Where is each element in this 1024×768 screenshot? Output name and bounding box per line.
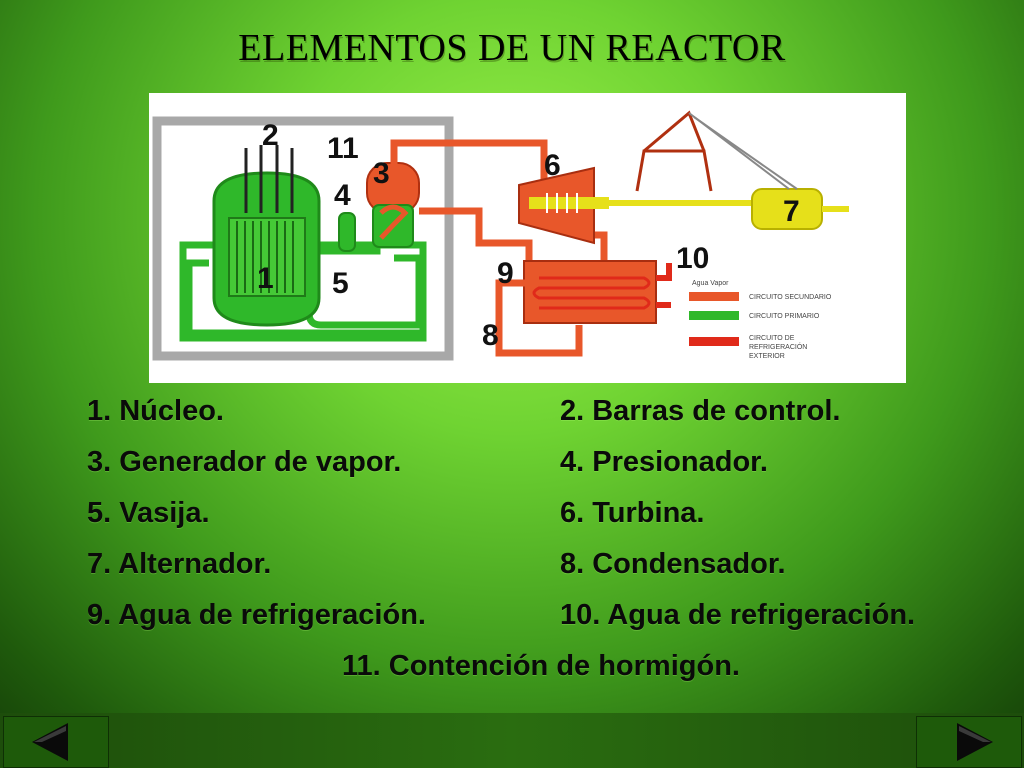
legend-swatch-secondary bbox=[689, 292, 739, 301]
concrete-containment bbox=[152, 116, 454, 361]
label-steam-generator: 3 bbox=[373, 157, 390, 190]
slide-title: ELEMENTOS DE UN REACTOR bbox=[238, 27, 786, 69]
item-vessel: 5. Vasija. bbox=[87, 497, 210, 529]
prev-slide-button[interactable] bbox=[3, 716, 109, 768]
legend-cooling-3: EXTERIOR bbox=[749, 353, 785, 360]
power-pylon bbox=[635, 110, 798, 192]
legend-swatch-cooling bbox=[689, 337, 739, 346]
label-core: 1 bbox=[257, 262, 274, 295]
condenser bbox=[495, 260, 657, 357]
right-arrow-icon bbox=[957, 723, 993, 761]
legend-cooling-1: CIRCUITO DE bbox=[749, 335, 795, 342]
label-pressurizer: 4 bbox=[334, 179, 351, 212]
control-rods bbox=[244, 145, 294, 213]
label-containment: 11 bbox=[327, 132, 359, 165]
label-cooling-water-10: 10 bbox=[676, 242, 709, 275]
item-core: 1. Núcleo. bbox=[87, 395, 224, 427]
label-cooling-water-9: 9 bbox=[497, 257, 514, 290]
item-pressurizer: 4. Presionador. bbox=[560, 446, 768, 478]
legend-primary: CIRCUITO PRIMARIO bbox=[749, 313, 820, 320]
label-control-rods: 2 bbox=[262, 119, 279, 152]
item-cooling-water-10: 10. Agua de refrigeración. bbox=[560, 599, 916, 631]
item-turbine: 6. Turbina. bbox=[560, 497, 705, 529]
item-condenser: 8. Condensador. bbox=[560, 548, 786, 580]
turbine bbox=[518, 166, 609, 245]
legend-cooling-2: REFRIGERACIÓN bbox=[749, 342, 807, 351]
item-alternator: 7. Alternador. bbox=[87, 548, 272, 580]
legend-header: Agua Vapor bbox=[692, 280, 729, 287]
label-condenser: 8 bbox=[482, 319, 499, 352]
pressurizer bbox=[338, 212, 356, 252]
legend-secondary: CIRCUITO SECUNDARIO bbox=[749, 294, 832, 301]
item-containment: 11. Contención de hormigón. bbox=[342, 650, 740, 682]
next-slide-button[interactable] bbox=[916, 716, 1022, 768]
item-control-rods: 2. Barras de control. bbox=[560, 395, 841, 427]
label-alternator: 7 bbox=[783, 195, 800, 228]
reactor-vessel bbox=[212, 171, 321, 327]
legend-swatch-primary bbox=[689, 311, 739, 320]
label-turbine: 6 bbox=[544, 149, 561, 182]
legend: Agua Vapor CIRCUITO SECUNDARIO CIRCUITO … bbox=[689, 280, 832, 360]
alternator bbox=[751, 188, 849, 230]
navigation-bar bbox=[0, 713, 1024, 768]
label-vessel: 5 bbox=[332, 267, 349, 300]
item-steam-generator: 3. Generador de vapor. bbox=[87, 446, 402, 478]
left-arrow-icon bbox=[32, 723, 68, 761]
reactor-diagram: 1 2 3 4 5 6 7 8 9 10 11 Agua Vapor CIRCU… bbox=[149, 93, 906, 383]
cooling-circuit bbox=[656, 263, 672, 308]
item-cooling-water-9: 9. Agua de refrigeración. bbox=[87, 599, 426, 631]
